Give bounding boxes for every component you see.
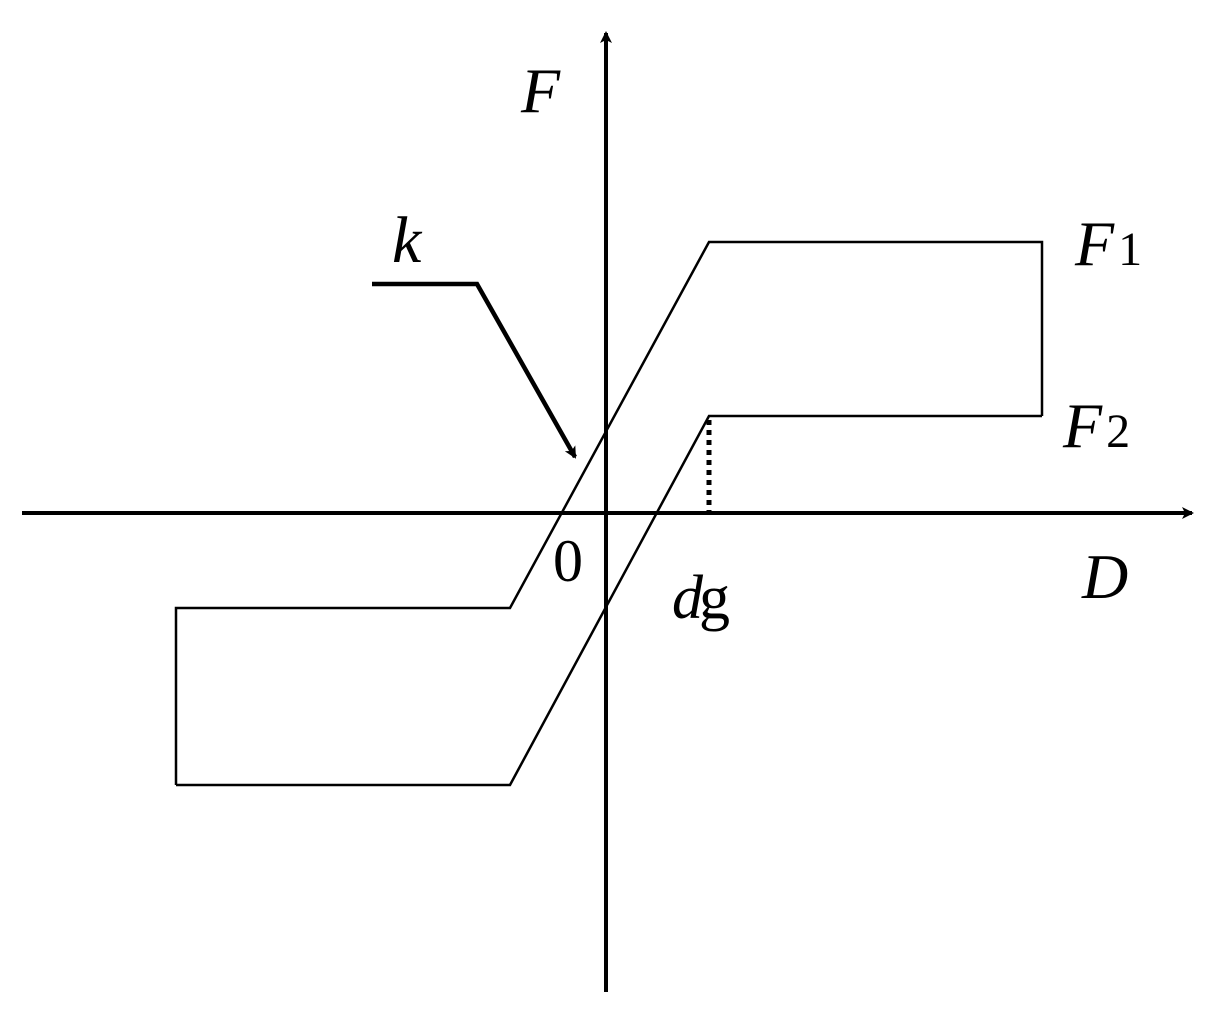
upper-loop-branch xyxy=(174,240,1044,785)
force-axis-label: F xyxy=(520,55,561,126)
stiffness-label: k xyxy=(392,204,423,277)
upper-force-label: F1 xyxy=(1074,208,1142,279)
lower-force-label: F2 xyxy=(1062,390,1130,461)
stiffness-leader xyxy=(372,281,577,459)
lower-loop-branch xyxy=(176,414,1042,787)
origin-label: 0 xyxy=(553,528,583,594)
gap-label: dg xyxy=(672,564,730,632)
displacement-axis-label: D xyxy=(1081,541,1128,612)
